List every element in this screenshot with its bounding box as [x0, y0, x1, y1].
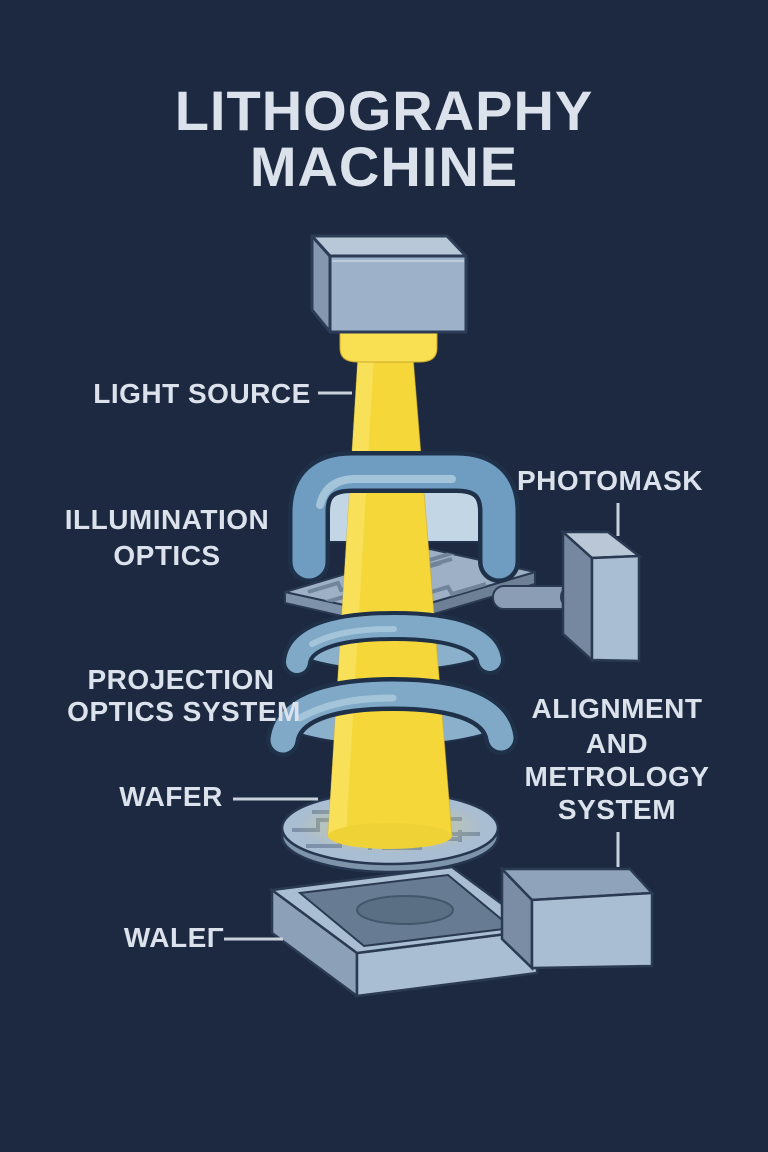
wafer-stage-illustration	[268, 865, 541, 999]
stage-wafer-pocket	[356, 895, 454, 925]
label-photomask: PHOTOMASK	[517, 465, 703, 496]
photomask-holder-box	[559, 529, 643, 663]
label-projection-optics-2: OPTICS SYSTEM	[67, 696, 301, 727]
light-source-collar	[339, 329, 438, 363]
label-alignment-1: ALIGNMENT	[532, 693, 703, 724]
projection-optics-illustration	[266, 610, 518, 757]
label-illumination-optics-1: ILLUMINATION	[65, 504, 270, 535]
label-wafer-stage: WALEΓ	[124, 922, 224, 953]
metrology-box-front	[530, 891, 654, 970]
mask-box-front	[590, 554, 641, 663]
label-wafer: WAFER	[119, 781, 223, 812]
title-line-1: LITHOGRAPHY	[175, 79, 594, 142]
label-light-source: LIGHT SOURCE	[93, 378, 311, 409]
label-alignment-2: AND	[586, 728, 648, 759]
projection-lens2-highlight	[296, 694, 397, 722]
light-source-illustration	[310, 234, 468, 363]
illumination-arch	[292, 455, 516, 579]
light-source-front	[328, 254, 468, 334]
projection-lens1-highlight	[309, 626, 397, 647]
light-source-top	[310, 234, 468, 258]
projection-lens2	[270, 681, 514, 753]
label-illumination-optics-2: OPTICS	[113, 540, 220, 571]
alignment-metrology-box	[499, 865, 655, 971]
label-projection-optics-1: PROJECTION	[87, 664, 274, 695]
label-alignment-3: METROLOGY	[525, 761, 710, 792]
illumination-arch-highlight	[316, 475, 456, 509]
illumination-optics-illustration	[288, 451, 520, 583]
beam-footprint	[328, 823, 452, 849]
labels: LIGHT SOURCE ILLUMINATION OPTICS PHOTOMA…	[65, 378, 710, 953]
page-title: LITHOGRAPHY MACHINE	[175, 79, 594, 198]
label-alignment-4: SYSTEM	[558, 794, 676, 825]
title-line-2: MACHINE	[250, 135, 518, 198]
